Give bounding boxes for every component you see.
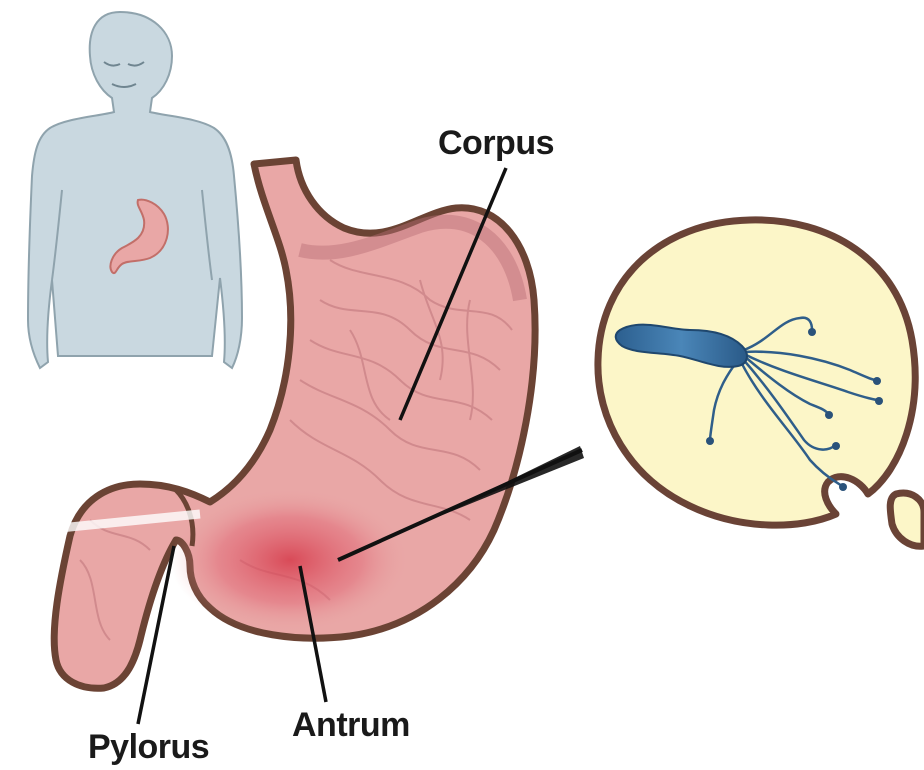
label-corpus: Corpus (438, 124, 554, 163)
antrum-inflammation (170, 488, 410, 632)
label-pylorus: Pylorus (88, 728, 209, 767)
human-silhouette-icon (28, 12, 242, 368)
label-antrum: Antrum (292, 706, 410, 745)
